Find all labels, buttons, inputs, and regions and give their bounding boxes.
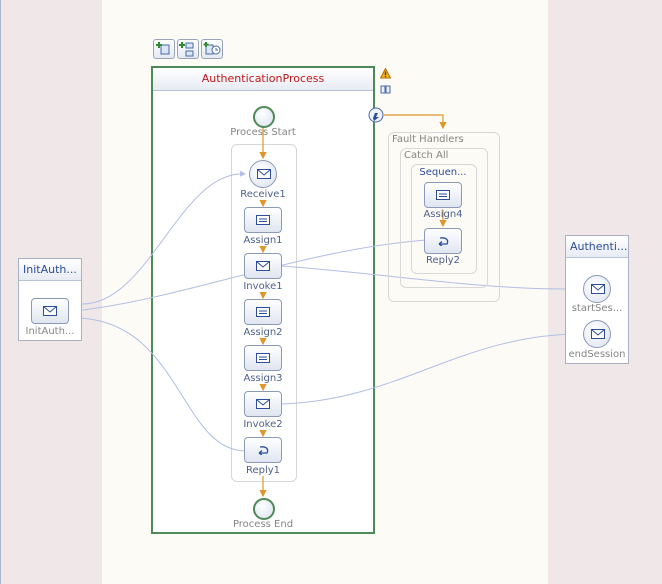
assign-icon (256, 353, 270, 363)
assign1-label: Assign1 (243, 235, 283, 246)
fault-handlers-frame[interactable] (388, 132, 500, 302)
assign-icon (256, 215, 270, 225)
end-session-label: endSession (568, 349, 626, 360)
fault-handlers-label: Fault Handlers (392, 134, 464, 145)
right-partner-title: Authenti... (566, 236, 628, 258)
reply1-activity[interactable] (244, 437, 282, 463)
left-partner-title: InitAuth... (19, 259, 81, 281)
process-title: AuthenticationProcess (153, 68, 373, 91)
assign4-label: Assign4 (423, 209, 463, 220)
start-session-label: startSes... (571, 303, 623, 314)
envelope-icon (43, 306, 57, 316)
process-end-label: Process End (232, 519, 294, 530)
invoke1-activity[interactable] (244, 253, 282, 279)
receive1-activity[interactable] (249, 160, 277, 188)
process-start-label: Process Start (230, 127, 296, 138)
assign3-activity[interactable] (244, 345, 282, 371)
main-sequence-frame (231, 144, 297, 482)
add-flow-button[interactable] (177, 39, 199, 59)
envelope-icon (591, 329, 605, 339)
add-clock-icon (203, 42, 221, 55)
fault-sequence-frame[interactable] (411, 164, 477, 274)
left-partner-operation[interactable] (31, 298, 69, 324)
start-session-operation[interactable] (583, 275, 611, 303)
envelope-icon (257, 169, 271, 179)
envelope-icon (591, 284, 605, 294)
assign-icon (436, 190, 450, 200)
envelope-icon (256, 399, 270, 409)
assign-icon (256, 307, 270, 317)
fault-sequence-label: Sequen... (419, 167, 467, 178)
add-element-button[interactable] (153, 39, 175, 59)
left-edge-line (0, 0, 1, 584)
end-session-operation[interactable] (583, 320, 611, 348)
book-icon[interactable] (380, 84, 391, 95)
process-end-event[interactable] (253, 498, 275, 520)
assign2-activity[interactable] (244, 299, 282, 325)
event-icon (373, 113, 379, 121)
reply-icon (258, 446, 269, 455)
reply2-activity[interactable] (424, 228, 462, 254)
envelope-icon (256, 261, 270, 271)
left-partner-operation-label: InitAuth... (25, 326, 75, 337)
invoke2-label: Invoke2 (243, 419, 283, 430)
add-icon (156, 42, 170, 55)
add-flow-icon (179, 42, 194, 57)
add-timer-button[interactable] (201, 39, 223, 59)
assign3-label: Assign3 (243, 373, 283, 384)
assign1-activity[interactable] (244, 207, 282, 233)
catch-all-label: Catch All (404, 150, 449, 161)
invoke2-activity[interactable] (244, 391, 282, 417)
invoke1-label: Invoke1 (243, 281, 283, 292)
reply-icon (438, 237, 449, 246)
warning-icon[interactable] (380, 68, 391, 79)
assign2-label: Assign2 (243, 327, 283, 338)
reply1-label: Reply1 (245, 465, 281, 476)
catch-all-frame[interactable] (400, 148, 488, 288)
process-start-event[interactable] (253, 106, 275, 128)
reply2-label: Reply2 (425, 255, 461, 266)
receive1-label: Receive1 (240, 189, 286, 200)
assign4-activity[interactable] (424, 182, 462, 208)
